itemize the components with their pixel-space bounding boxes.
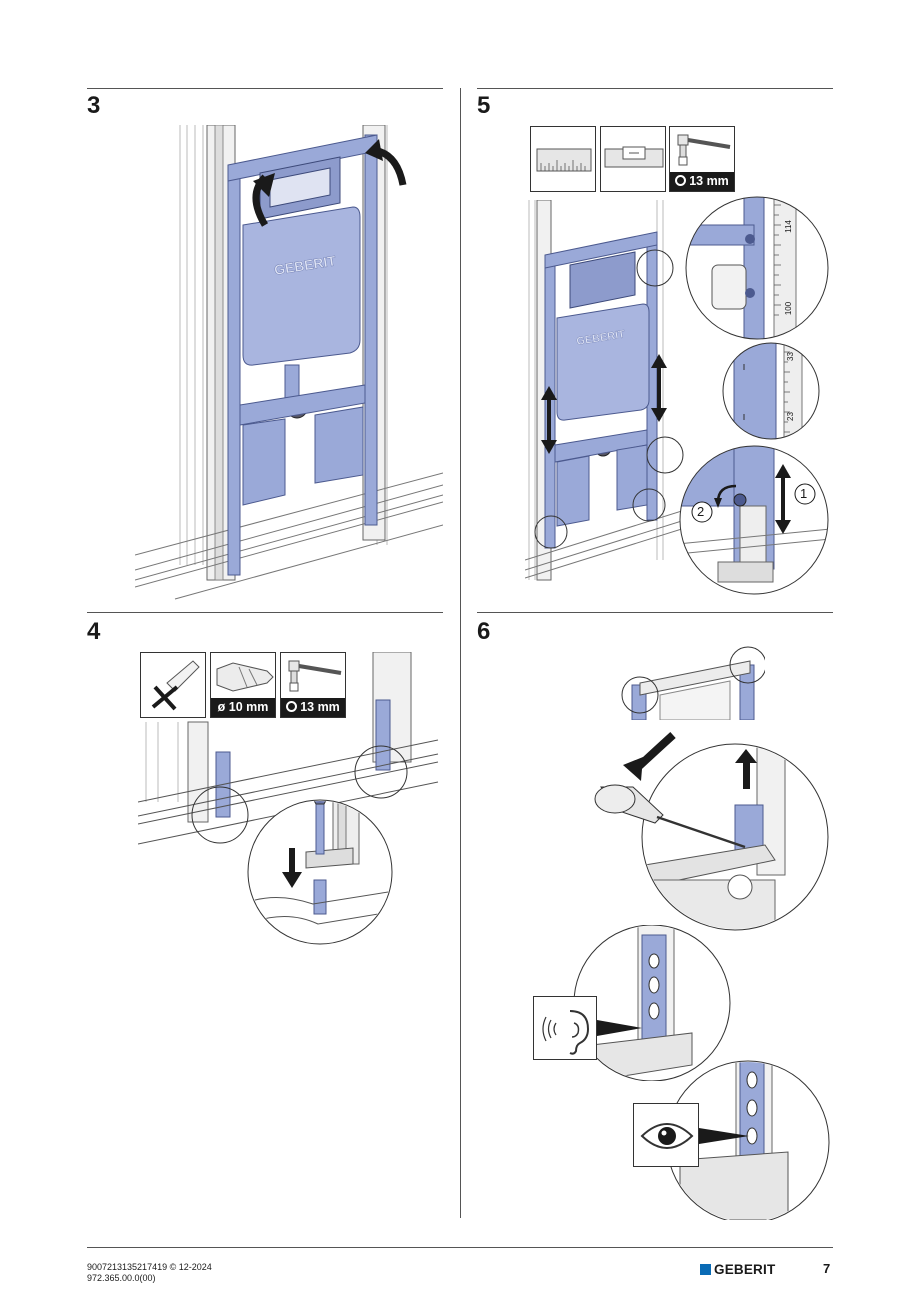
step5-frame-illustration: GEBERIT bbox=[525, 200, 685, 581]
hex-nut-icon bbox=[286, 701, 298, 712]
step5-wrench-size-text: 13 mm bbox=[689, 174, 729, 188]
step6-listen-box bbox=[533, 996, 597, 1060]
document-code-2: 972.365.00.0(00) bbox=[87, 1273, 156, 1283]
step4-wrench-size-text: 13 mm bbox=[300, 700, 340, 714]
no-screwdriver-icon bbox=[151, 660, 200, 711]
step5-detail-upper bbox=[685, 196, 829, 340]
step6-look-pointer bbox=[699, 1128, 749, 1144]
step6-rule bbox=[477, 612, 833, 613]
step4-drill-tool: ø 10 mm bbox=[210, 652, 276, 718]
socket-wrench-icon bbox=[677, 134, 731, 166]
callout-1: 1 bbox=[800, 486, 808, 501]
step6-screwdriver-detail bbox=[594, 732, 829, 931]
eye-icon bbox=[640, 1123, 694, 1149]
column-divider bbox=[460, 88, 461, 1218]
step6-top-illustration bbox=[621, 646, 765, 720]
step4-no-screwdriver-tool bbox=[140, 652, 206, 718]
callout-2: 2 bbox=[697, 504, 705, 519]
step5-ruler-tool bbox=[530, 126, 596, 192]
scale-upper-bottom: 100 bbox=[784, 301, 794, 316]
footer-rule bbox=[87, 1247, 833, 1248]
step4-wrench-size-label: 13 mm bbox=[281, 698, 345, 717]
step5-rule bbox=[477, 88, 833, 89]
step5-detail-middle bbox=[722, 342, 820, 440]
step6-listen-pointer bbox=[597, 1020, 642, 1036]
hex-nut-icon bbox=[675, 175, 687, 186]
document-code-1: 9007213135217419 © 12-2024 bbox=[87, 1262, 212, 1272]
step4-wrench-tool: 13 mm bbox=[280, 652, 346, 718]
step6-look-box bbox=[633, 1103, 699, 1167]
step-number-4: 4 bbox=[87, 618, 101, 645]
step-number-3: 3 bbox=[87, 92, 101, 119]
socket-wrench-icon bbox=[288, 660, 342, 692]
scale-upper-top: 114 bbox=[783, 220, 793, 233]
spirit-level-icon bbox=[604, 146, 664, 168]
page-number: 7 bbox=[823, 1261, 831, 1276]
step6-hear-detail bbox=[573, 925, 731, 1081]
step3-illustration: GEBERIT bbox=[135, 125, 443, 600]
step3-rule bbox=[87, 88, 443, 89]
ruler-icon bbox=[536, 148, 592, 172]
step-number-5: 5 bbox=[477, 92, 491, 119]
ear-icon bbox=[542, 1010, 590, 1055]
step4-rule bbox=[87, 612, 443, 613]
scale-lower-top: 33 bbox=[785, 352, 795, 361]
geberit-logo: GEBERIT bbox=[700, 1261, 776, 1277]
step4-drill-size-label: ø 10 mm bbox=[211, 698, 275, 717]
geberit-logo-square bbox=[700, 1263, 711, 1275]
step5-wrench-tool: 13 mm bbox=[669, 126, 735, 192]
drill-bit-icon bbox=[216, 662, 274, 692]
step5-detail-lower bbox=[679, 445, 829, 595]
scale-lower-bottom: 23 bbox=[785, 412, 795, 421]
step-number-6: 6 bbox=[477, 618, 491, 645]
geberit-logo-text: GEBERIT bbox=[714, 1261, 776, 1277]
step4-illustration bbox=[138, 652, 439, 945]
step5-spirit-level-tool bbox=[600, 126, 666, 192]
step5-wrench-size-label: 13 mm bbox=[670, 172, 734, 191]
